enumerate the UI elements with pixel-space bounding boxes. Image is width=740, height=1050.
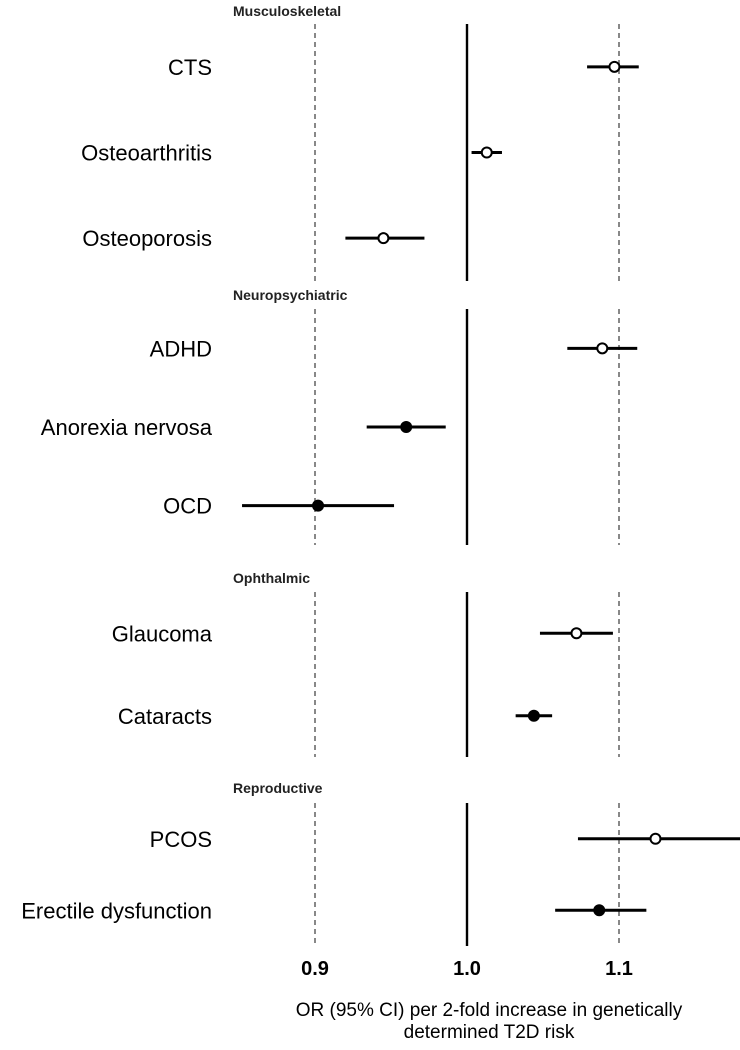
group-header: Reproductive <box>233 780 323 796</box>
point-estimate-open <box>570 627 583 640</box>
row-label: CTS <box>168 55 212 80</box>
x-axis-label-line-1: OR (95% CI) per 2-fold increase in genet… <box>295 1000 683 1021</box>
group-header: Ophthalmic <box>233 570 310 586</box>
x-axis-label-line-2: determined T2D risk <box>403 1022 575 1043</box>
row-label: Osteoporosis <box>82 226 212 251</box>
row-label: Glaucoma <box>112 621 213 646</box>
group-header: Musculoskeletal <box>233 3 341 19</box>
point-estimate-filled <box>593 904 606 917</box>
x-tick-label: 1.1 <box>605 958 633 980</box>
row-label: PCOS <box>150 827 212 852</box>
point-estimate-filled <box>312 499 325 512</box>
row-label: Cataracts <box>118 704 212 729</box>
x-axis-label: OR (95% CI) per 2-fold increase in genet… <box>238 1000 740 1044</box>
point-estimate-open <box>608 60 621 73</box>
x-tick-label: 0.9 <box>301 958 329 980</box>
point-estimate-filled <box>400 421 413 433</box>
point-estimate-open <box>377 232 390 245</box>
point-estimate-open <box>596 342 609 355</box>
row-label: OCD <box>163 494 212 519</box>
point-estimate-filled <box>527 709 540 722</box>
row-label: Erectile dysfunction <box>21 898 212 923</box>
row-label: Anorexia nervosa <box>41 415 213 440</box>
point-estimate-open <box>480 146 493 159</box>
x-tick-label: 1.0 <box>453 958 481 980</box>
group-header: Neuropsychiatric <box>233 287 348 303</box>
row-label: ADHD <box>150 336 212 361</box>
point-estimate-open <box>649 832 662 845</box>
row-label: Osteoarthritis <box>81 141 212 166</box>
